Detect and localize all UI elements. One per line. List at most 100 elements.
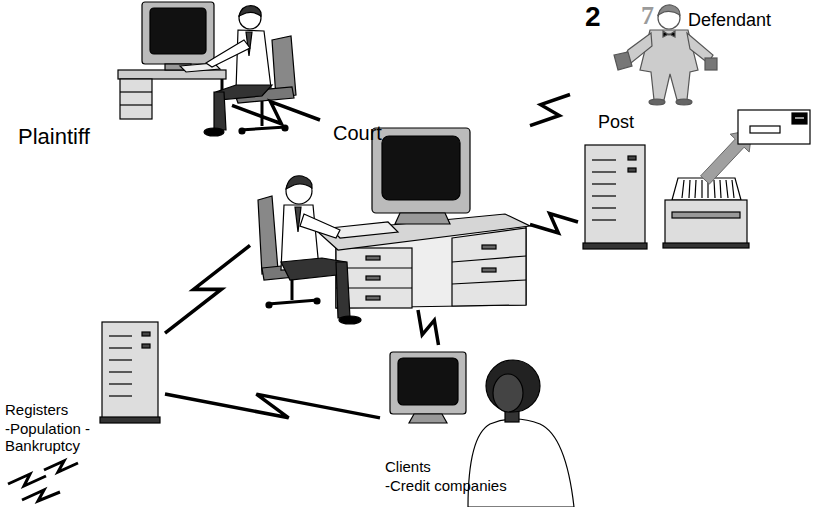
court-workstation bbox=[339, 316, 361, 324]
plaintiff-workstation bbox=[239, 128, 245, 134]
plaintiff-workstation bbox=[206, 40, 250, 67]
court-workstation bbox=[452, 228, 526, 306]
callout-number: 2 bbox=[585, 3, 601, 31]
plaintiff-workstation bbox=[120, 91, 152, 92]
envelope bbox=[738, 110, 810, 144]
court-workstation bbox=[452, 256, 526, 262]
court-workstation bbox=[336, 262, 350, 318]
plaintiff-workstation bbox=[239, 6, 261, 16]
clients-workstation bbox=[398, 358, 458, 405]
envelope bbox=[750, 126, 780, 133]
plaintiff-workstation bbox=[118, 2, 296, 136]
node-detail: -Population -Bankruptcy bbox=[5, 420, 100, 455]
plaintiff-workstation bbox=[204, 128, 224, 136]
callout-number: 7 bbox=[641, 3, 654, 29]
node-title: Plaintiff bbox=[18, 124, 138, 149]
court-workstation bbox=[258, 128, 530, 324]
registers-server bbox=[142, 344, 150, 348]
node-title: Registers bbox=[5, 401, 105, 418]
court-workstation bbox=[318, 214, 530, 250]
registers-server bbox=[109, 395, 132, 396]
clients-workstation bbox=[390, 352, 466, 414]
post-server: Post bbox=[578, 110, 655, 250]
plaintiff-workstation bbox=[214, 92, 226, 130]
court-station: Court bbox=[250, 120, 530, 310]
printer bbox=[720, 180, 721, 198]
defendant-figure bbox=[614, 52, 632, 70]
registers-server bbox=[102, 322, 158, 419]
plaintiff-workstation bbox=[118, 70, 226, 79]
clients-workstation bbox=[486, 360, 540, 412]
registers-server bbox=[109, 347, 132, 348]
post-server bbox=[592, 171, 616, 172]
printer bbox=[732, 180, 734, 198]
lightning-link bbox=[530, 95, 570, 126]
post-server bbox=[583, 145, 647, 249]
envelope bbox=[738, 110, 810, 144]
registers-server bbox=[100, 417, 160, 423]
party-station: Plaintiff bbox=[12, 0, 232, 155]
printer bbox=[695, 180, 696, 198]
lightning-link bbox=[165, 394, 380, 418]
court-workstation bbox=[295, 207, 301, 232]
plaintiff-workstation bbox=[150, 8, 206, 54]
defendant-figure bbox=[649, 99, 665, 105]
registers-server bbox=[109, 359, 132, 360]
envelope bbox=[795, 117, 804, 118]
plaintiff-workstation bbox=[282, 125, 288, 131]
printer bbox=[663, 243, 749, 248]
plaintiff-workstation bbox=[120, 79, 152, 119]
post-server bbox=[628, 156, 636, 160]
envelope bbox=[792, 113, 807, 124]
post-server bbox=[583, 243, 647, 249]
defendant-figure bbox=[705, 58, 717, 70]
court-workstation bbox=[258, 196, 278, 274]
court-workstation bbox=[266, 302, 272, 308]
printer bbox=[672, 212, 740, 218]
court-workstation bbox=[382, 136, 460, 200]
node-title: Court bbox=[333, 122, 423, 145]
post-server bbox=[628, 168, 636, 172]
plaintiff-workstation bbox=[236, 30, 271, 90]
client-station: Clients -Credit companies bbox=[380, 345, 575, 507]
court-workstation bbox=[300, 214, 340, 238]
registers-server bbox=[109, 371, 132, 372]
registers-server bbox=[142, 332, 150, 336]
printer bbox=[663, 178, 749, 248]
node-title: Clients bbox=[385, 458, 555, 475]
court-workstation bbox=[452, 280, 526, 284]
printer bbox=[665, 200, 747, 245]
lightning-link bbox=[232, 102, 320, 124]
network-bolts bbox=[44, 461, 78, 472]
registers-server bbox=[109, 383, 132, 384]
court-workstation bbox=[482, 245, 496, 249]
court-workstation bbox=[366, 276, 380, 280]
post-server bbox=[585, 145, 645, 245]
registers-server bbox=[109, 335, 132, 336]
court-workstation bbox=[314, 298, 320, 304]
defendant-figure bbox=[663, 31, 675, 37]
clients-workstation bbox=[493, 374, 523, 412]
printer bbox=[689, 180, 690, 198]
defendant-figure bbox=[676, 99, 692, 105]
node-title: Defendant bbox=[688, 10, 808, 31]
court-workstation bbox=[286, 176, 312, 189]
network-bolts bbox=[8, 461, 78, 501]
printer bbox=[714, 180, 715, 198]
defendant-figure bbox=[658, 5, 680, 15]
plaintiff-workstation bbox=[120, 104, 152, 105]
register-server: Registers -Population -Bankruptcy bbox=[0, 318, 165, 470]
registers-server bbox=[100, 322, 160, 423]
network-bolts bbox=[8, 474, 46, 486]
plaintiff-workstation bbox=[142, 2, 214, 64]
lightning-link bbox=[418, 310, 439, 345]
node-detail: -Credit companies bbox=[385, 477, 555, 494]
court-workstation bbox=[395, 213, 450, 224]
court-workstation bbox=[366, 256, 380, 260]
post-server bbox=[592, 195, 616, 196]
node-title: Post bbox=[598, 112, 654, 133]
post-server bbox=[592, 219, 616, 220]
lightning-link bbox=[165, 245, 250, 333]
